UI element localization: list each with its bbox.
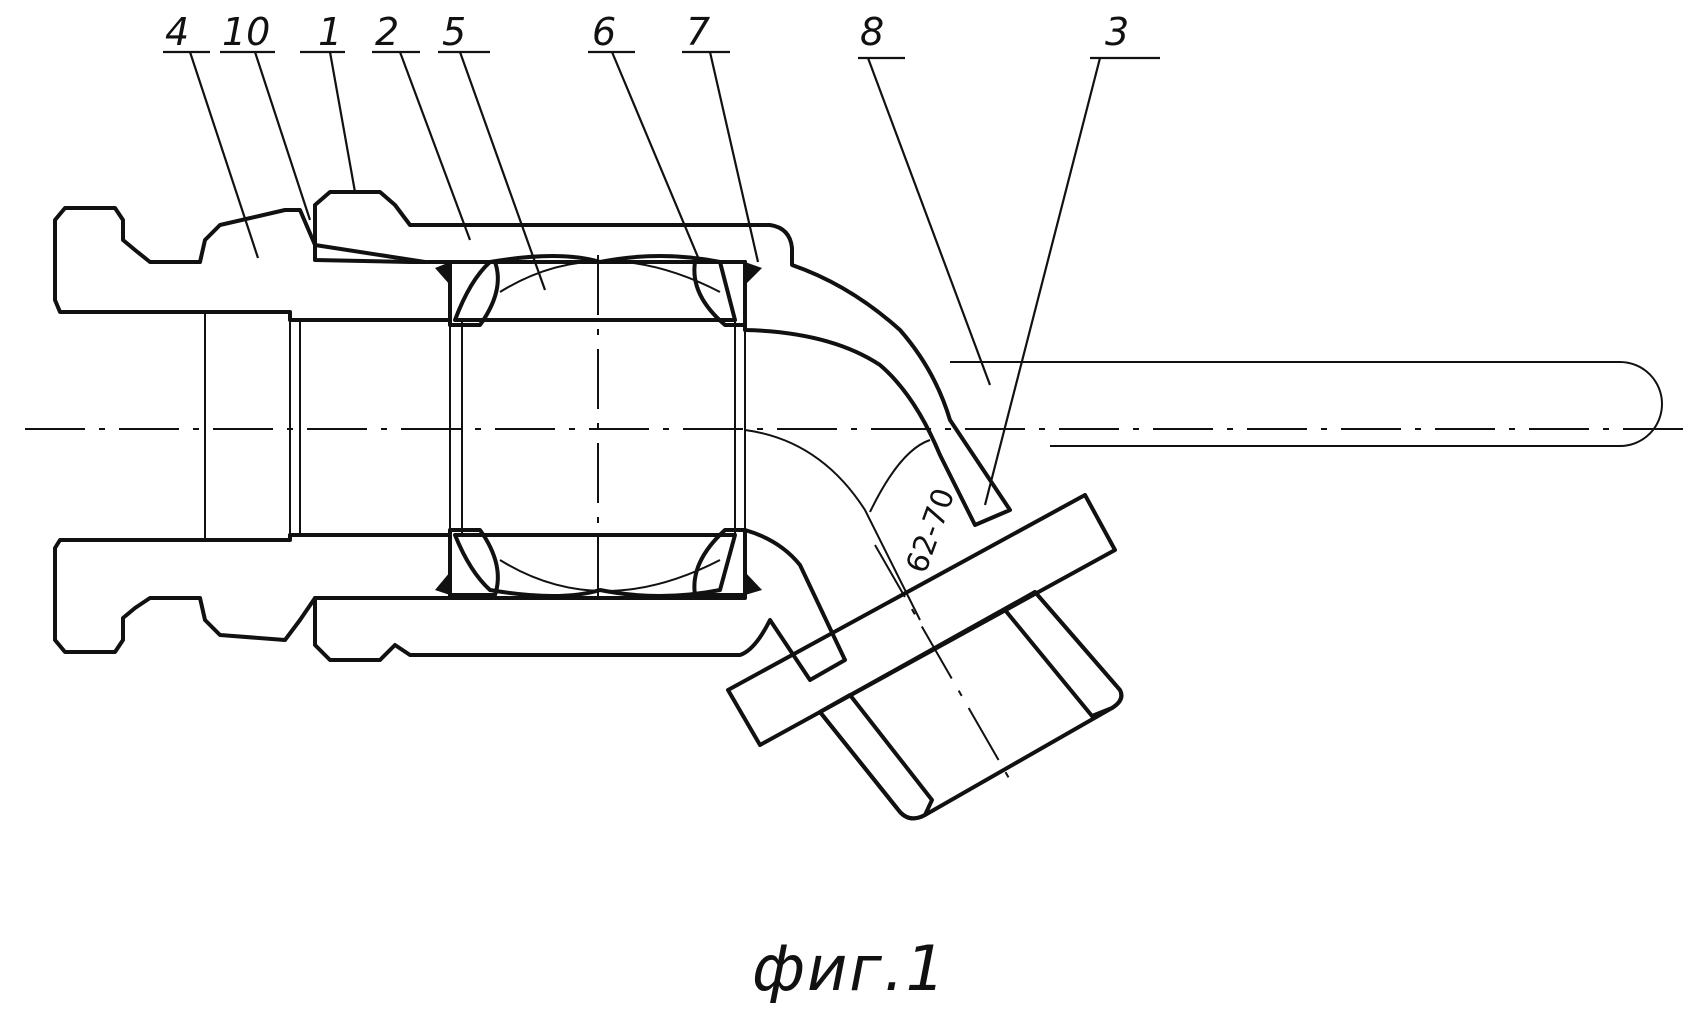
nut-lower-wall (55, 535, 450, 652)
fitting-body (820, 592, 1121, 818)
ball-arc-top (500, 261, 720, 292)
leader-3: 3 (985, 10, 1160, 505)
leader-5: 5 (438, 10, 545, 290)
seal-right-top (694, 262, 745, 325)
svg-text:4: 4 (165, 10, 189, 54)
fitting-axis (875, 545, 1010, 780)
housing-lower-wall (315, 530, 845, 680)
svg-text:8: 8 (860, 10, 884, 54)
channel-inner-curve (745, 430, 920, 620)
probe-rod (950, 362, 1662, 446)
leader-1: 1 (300, 10, 355, 192)
svg-text:6: 6 (592, 10, 616, 54)
fitting-thread-left (820, 695, 932, 818)
seal-corner-tr (745, 262, 762, 285)
housing-upper-wall (315, 192, 1010, 525)
angle-label: 62-70 (900, 484, 963, 578)
leader-10: 10 (220, 10, 310, 220)
svg-text:10: 10 (222, 10, 270, 54)
seal-corner-br (745, 572, 762, 595)
angle-arc (870, 440, 930, 512)
figure-caption: фиг.1 (752, 932, 947, 1005)
ball-arc-bottom (500, 560, 720, 591)
seal-corner-tl (435, 262, 450, 285)
svg-text:2: 2 (375, 10, 399, 54)
svg-text:5: 5 (442, 10, 466, 54)
nut-upper-wall (55, 208, 450, 320)
leader-8: 8 (858, 10, 990, 385)
svg-text:3: 3 (1105, 10, 1129, 54)
fitting-thread-right (1005, 592, 1121, 716)
seal-corner-bl (435, 572, 450, 595)
svg-text:7: 7 (686, 10, 710, 54)
svg-text:1: 1 (318, 10, 342, 54)
